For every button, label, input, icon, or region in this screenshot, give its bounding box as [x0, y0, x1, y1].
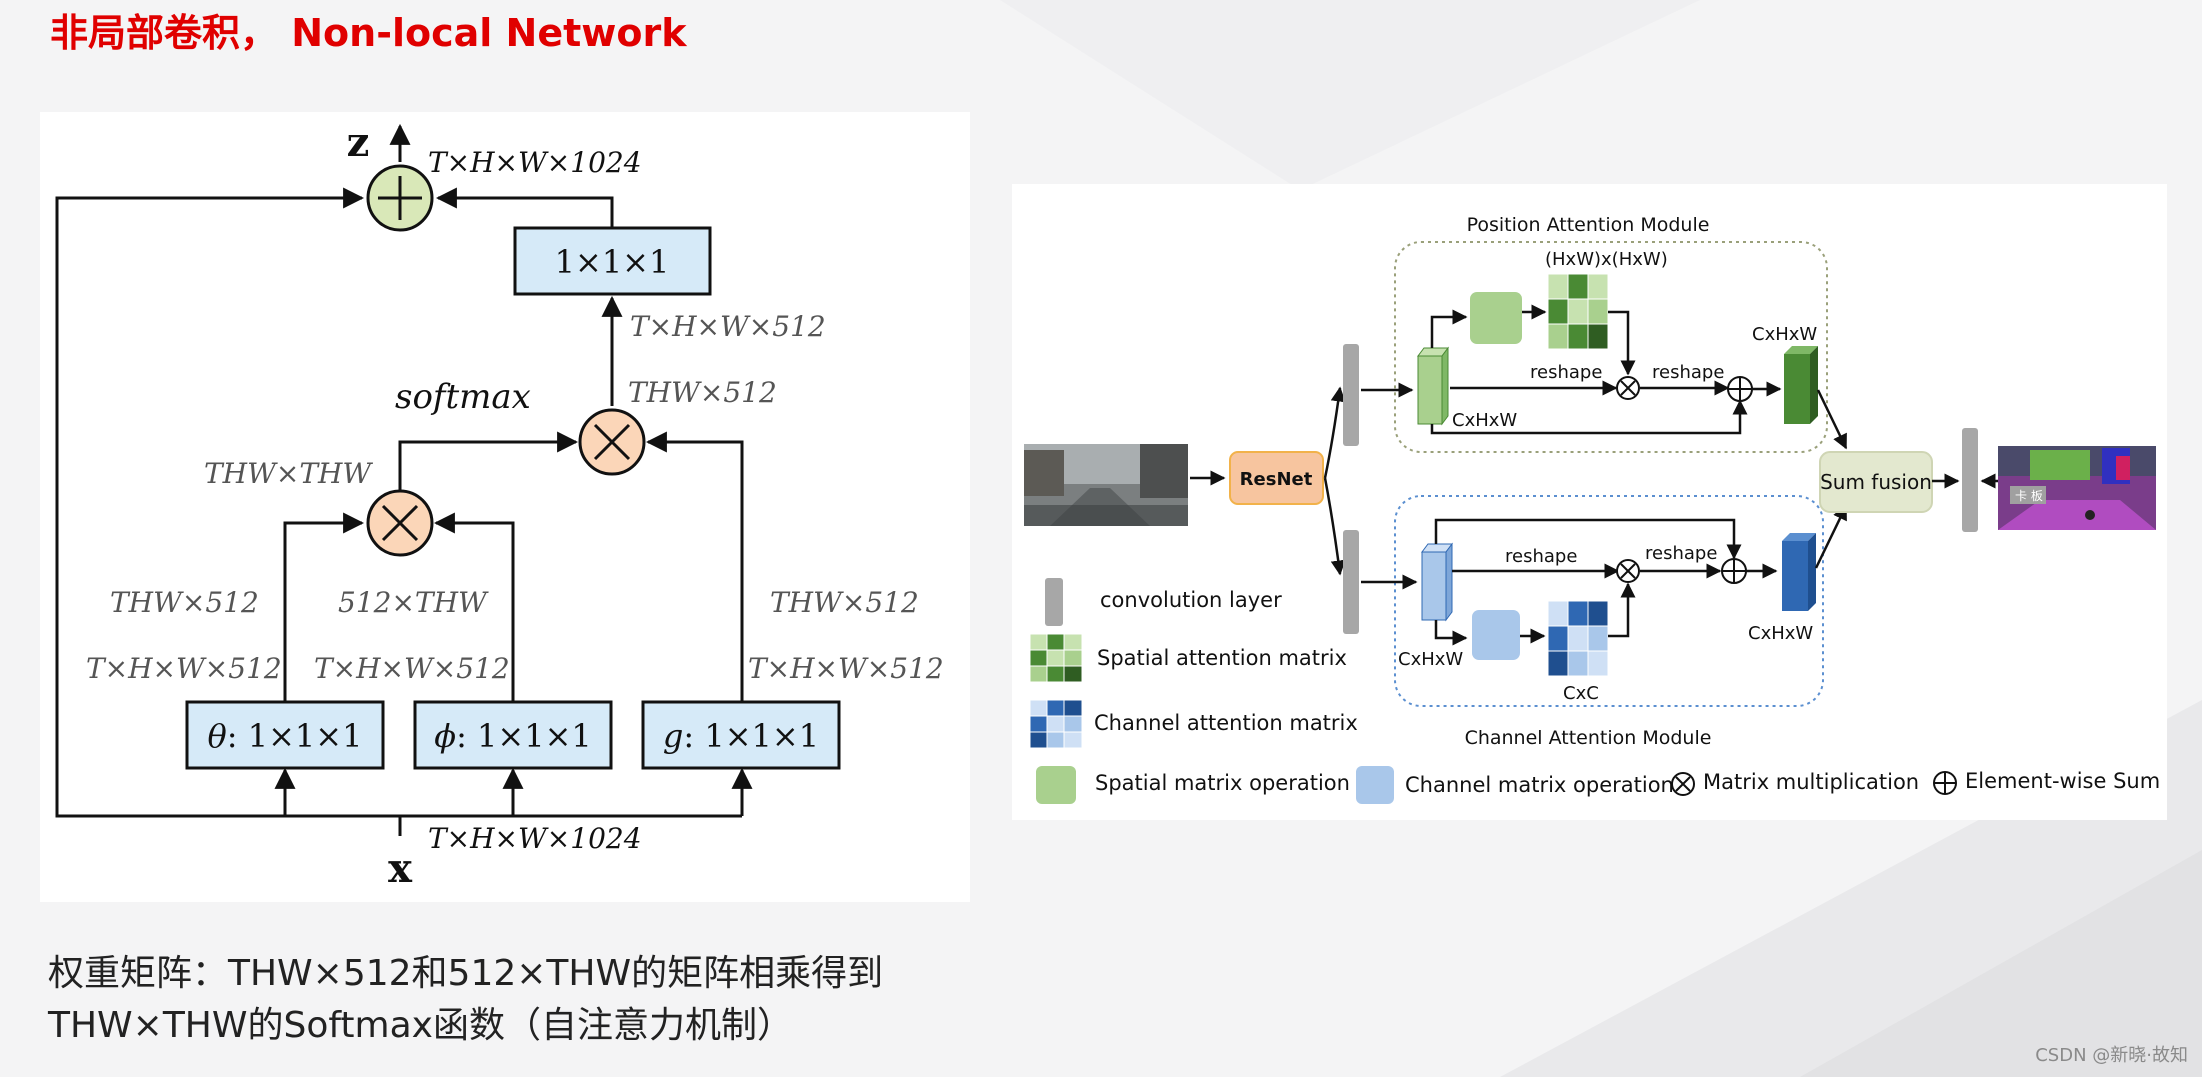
thw-thw-label: THW×THW	[204, 457, 373, 490]
legend-channel-matrix-icon	[1029, 699, 1083, 749]
legend-mul-label: Matrix multiplication	[1703, 770, 1919, 794]
cam-sum-node	[1721, 558, 1747, 584]
sum-fusion-label: Sum fusion	[1820, 470, 1932, 494]
conv-out-box	[513, 226, 712, 296]
cam-output-block	[1782, 533, 1816, 611]
spatial-attention-matrix	[1547, 273, 1609, 350]
theta-shape-label: T×H×W×512	[86, 652, 282, 685]
cam-out-cxhxw-label: CxHxW	[1748, 623, 1813, 644]
legend-conv-label: convolution layer	[1100, 588, 1282, 612]
phi-flat-label: 512×THW	[338, 586, 489, 619]
cam-cxhxw-label: CxHxW	[1398, 649, 1463, 670]
thw512-output-label: THW×512	[628, 376, 777, 409]
softmax-label: softmax	[395, 377, 531, 417]
pam-sum-node	[1727, 376, 1753, 402]
svg-text:g: 1×1×1: g: 1×1×1	[663, 717, 819, 755]
cam-title: Channel Attention Module	[1465, 727, 1712, 749]
pam-title: Position Attention Module	[1467, 214, 1710, 236]
g-conv-box	[641, 700, 841, 770]
caption-line-2: THW×THW的Softmax函数（自注意力机制）	[48, 1005, 793, 1046]
g-symbol: g	[663, 717, 683, 755]
caption: 权重矩阵：THW×512和512×THW的矩阵相乘得到 THW×THW的Soft…	[48, 948, 883, 1052]
legend-spatial-matrix-icon	[1029, 633, 1083, 683]
pam-hxw-label: (HxW)x(HxW)	[1545, 249, 1668, 270]
conv-in-shape-label: T×H×W×512	[630, 310, 826, 343]
phi-to-mul-arrow	[433, 512, 515, 702]
legend-sum-icon	[1933, 771, 1957, 795]
phi-conv-label: : 1×1×1	[456, 717, 592, 755]
slide-title: 非局部卷积， Non-local Network	[50, 11, 687, 55]
resnet-to-cam-arrow	[1323, 477, 1346, 576]
spatial-op-square	[1470, 292, 1522, 344]
legend-spatial-op-label: Spatial matrix operation	[1095, 771, 1350, 795]
resnet-to-pam-arrow	[1323, 386, 1346, 479]
segmentation-output-image	[1998, 446, 2156, 530]
legend-channel-op-icon	[1356, 766, 1394, 804]
svg-text:ϕ: 1×1×1: ϕ: 1×1×1	[434, 717, 591, 755]
theta-to-mul-arrow	[283, 512, 365, 702]
channel-attention-matrix	[1547, 600, 1609, 677]
input-street-image	[1024, 444, 1188, 526]
cam-reshape-1: reshape	[1505, 546, 1577, 567]
cam-feature-block	[1421, 542, 1453, 622]
pam-cxhxw-label: CxHxW	[1452, 410, 1517, 431]
pam-reshape-2: reshape	[1652, 362, 1724, 383]
cam-mul-node	[1616, 559, 1640, 583]
pam-feature-block	[1417, 346, 1449, 426]
attention-to-mul-arrow	[398, 431, 579, 490]
theta-symbol: θ	[208, 717, 227, 755]
g-shape-label: T×H×W×512	[748, 652, 944, 685]
channel-op-square	[1472, 610, 1520, 660]
g-to-mul-arrow	[645, 431, 744, 702]
phi-conv-box	[413, 700, 613, 770]
theta-conv-label: : 1×1×1	[227, 717, 363, 755]
cam-reshape-2: reshape	[1645, 543, 1717, 564]
pam-reshape-1: reshape	[1530, 362, 1602, 383]
legend-spatial-op-icon	[1036, 766, 1076, 804]
svg-text:θ: 1×1×1: θ: 1×1×1	[208, 717, 363, 755]
phi-shape-label: T×H×W×512	[314, 652, 510, 685]
conv-layer-pam	[1343, 344, 1359, 446]
pam-output-block	[1784, 346, 1818, 424]
g-flat-label: THW×512	[770, 586, 919, 619]
legend-mul-icon	[1671, 772, 1695, 796]
cam-cxc-label: CxC	[1563, 683, 1599, 704]
legend-sum-label: Element-wise Sum	[1965, 769, 2160, 793]
resnet-label: ResNet	[1240, 469, 1313, 490]
phi-symbol: ϕ	[434, 717, 456, 755]
conv-to-sum-arrow	[435, 187, 614, 228]
segmentation-overlay-text: 卡 板	[2015, 489, 2043, 503]
output-z-label: z	[347, 119, 370, 166]
conv-out-label: 1×1×1	[555, 243, 670, 281]
pam-mul-node	[1616, 376, 1640, 400]
theta-conv-box	[185, 700, 385, 770]
input-shape-label: T×H×W×1024	[428, 822, 642, 855]
legend-channel-op-label: Channel matrix operation	[1405, 773, 1674, 797]
legend-conv-icon	[1045, 578, 1063, 626]
input-x-label: x	[388, 845, 413, 892]
legend-channel-matrix-label: Channel attention matrix	[1094, 711, 1358, 735]
legend-spatial-matrix-label: Spatial attention matrix	[1097, 646, 1347, 670]
position-attention-module	[1394, 241, 1828, 453]
resnet-block	[1229, 451, 1324, 505]
caption-line-1: 权重矩阵：THW×512和512×THW的矩阵相乘得到	[48, 953, 884, 994]
conv-layer-cam	[1343, 530, 1359, 634]
pam-out-cxhxw-label: CxHxW	[1752, 324, 1817, 345]
channel-attention-module	[1394, 495, 1824, 707]
conv-layer-final	[1962, 428, 1978, 532]
watermark: CSDN @新晓·故知	[2035, 1045, 2188, 1066]
theta-flat-label: THW×512	[110, 586, 259, 619]
g-conv-label: : 1×1×1	[683, 717, 819, 755]
output-shape-label: T×H×W×1024	[428, 146, 642, 179]
